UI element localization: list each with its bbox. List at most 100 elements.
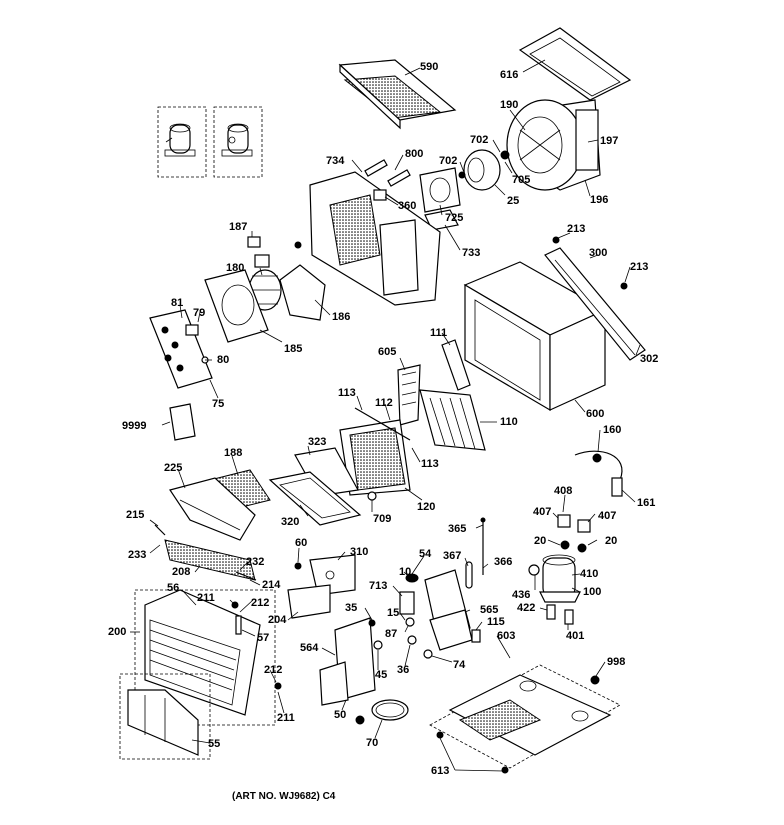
part-367 <box>465 561 473 589</box>
capacitor-713 <box>399 591 415 615</box>
label-120: 120 <box>417 501 436 513</box>
label-25: 25 <box>507 195 520 207</box>
label-196: 196 <box>590 194 609 206</box>
label-367: 367 <box>443 550 462 562</box>
label-323: 323 <box>308 436 327 448</box>
evaporator-coil-605 <box>397 364 421 426</box>
label-603: 603 <box>497 630 516 642</box>
leader-lines <box>130 59 641 772</box>
label-800: 800 <box>405 148 424 160</box>
label-56: 56 <box>167 582 180 594</box>
label-188: 188 <box>224 447 243 459</box>
label-613: 613 <box>431 765 450 777</box>
front-panel-200 <box>134 589 276 726</box>
label-709: 709 <box>373 513 392 525</box>
part-401 <box>564 609 574 625</box>
label-407-b: 407 <box>598 510 617 522</box>
label-564: 564 <box>300 642 319 654</box>
compressor-variant-left <box>157 106 207 178</box>
control-204 <box>287 584 331 619</box>
label-20-a: 20 <box>534 535 547 547</box>
motor-bracket-725 <box>419 167 461 213</box>
label-36: 36 <box>397 664 410 676</box>
label-113-b: 113 <box>421 458 439 470</box>
mount-422 <box>546 604 556 620</box>
part-57 <box>235 615 242 635</box>
label-998: 998 <box>607 656 626 668</box>
label-365: 365 <box>448 523 467 535</box>
label-214: 214 <box>262 579 281 591</box>
label-200: 200 <box>108 626 127 638</box>
bracket-111 <box>441 339 471 391</box>
top-cover-616 <box>518 27 632 101</box>
label-408: 408 <box>554 485 573 497</box>
label-57: 57 <box>257 632 270 644</box>
label-232: 232 <box>246 556 265 568</box>
label-407-a: 407 <box>533 506 552 518</box>
label-212-a: 212 <box>251 597 270 609</box>
filter-590 <box>338 59 457 130</box>
label-112: 112 <box>375 397 393 409</box>
label-616: 616 <box>500 69 519 81</box>
part-365 <box>480 517 486 575</box>
label-161: 161 <box>637 497 656 509</box>
label-190: 190 <box>500 99 519 111</box>
label-366: 366 <box>494 556 513 568</box>
part-35 <box>368 619 376 627</box>
label-302: 302 <box>640 353 659 365</box>
tube-160-161 <box>574 450 623 497</box>
label-60: 60 <box>295 537 308 549</box>
front-grill-55 <box>119 673 211 760</box>
label-233: 233 <box>128 549 147 561</box>
label-81: 81 <box>171 297 184 309</box>
label-225: 225 <box>164 462 183 474</box>
label-54: 54 <box>419 548 432 560</box>
label-734: 734 <box>326 155 345 167</box>
label-160: 160 <box>603 424 622 436</box>
label-111: 111 <box>430 327 448 339</box>
label-702-b: 702 <box>439 155 458 167</box>
part-45 <box>373 640 383 650</box>
part-232 <box>235 571 257 581</box>
label-211-b: 211 <box>277 712 295 724</box>
control-310 <box>309 554 356 596</box>
part-36 <box>407 635 417 645</box>
label-725: 725 <box>445 212 464 224</box>
label-401: 401 <box>566 630 585 642</box>
label-55: 55 <box>208 738 221 750</box>
part-187 <box>247 236 270 268</box>
orifice-185 <box>204 269 269 343</box>
label-9999: 9999 <box>122 420 147 432</box>
label-310: 310 <box>350 546 369 558</box>
label-50: 50 <box>334 709 347 721</box>
part-74 <box>423 649 433 659</box>
label-410: 410 <box>580 568 599 580</box>
label-590: 590 <box>420 61 439 73</box>
label-115: 115 <box>487 616 505 628</box>
label-186: 186 <box>332 311 351 323</box>
label-208: 208 <box>172 566 191 578</box>
label-185: 185 <box>284 343 303 355</box>
part-87 <box>405 617 415 627</box>
label-180: 180 <box>226 262 245 274</box>
condenser-coil-110 <box>419 389 486 451</box>
label-600: 600 <box>586 408 605 420</box>
cabinet-600 <box>463 236 646 412</box>
label-70: 70 <box>366 737 379 749</box>
label-80: 80 <box>217 354 230 366</box>
bracket-564 <box>319 617 376 706</box>
label-87: 87 <box>385 628 398 640</box>
power-cord-70 <box>355 699 409 725</box>
label-212-b: 212 <box>264 664 283 676</box>
knob-60 <box>294 562 302 570</box>
label-213-b: 213 <box>630 261 649 273</box>
part-212b <box>274 682 282 690</box>
control-panel-75 <box>149 309 213 389</box>
label-713: 713 <box>369 580 388 592</box>
label-79: 79 <box>193 307 206 319</box>
condenser-fan-shroud <box>506 99 601 191</box>
art-number-caption: (ART NO. WJ9682) C4 <box>232 791 336 802</box>
label-197: 197 <box>600 135 619 147</box>
label-360: 360 <box>398 200 417 212</box>
